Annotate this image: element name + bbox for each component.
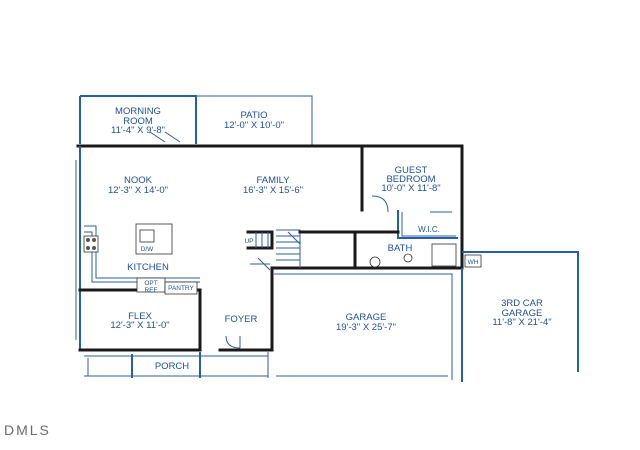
kitchen-layout — [83, 223, 200, 295]
guest-bedroom-dims: 10'-0" X 11'-8" — [381, 183, 440, 194]
dishwasher-label: D/W — [141, 246, 155, 253]
morning-room-walls — [76, 95, 313, 148]
ref-label: REF — [145, 287, 158, 294]
garage-dims: 19'-3" X 25'-7" — [336, 322, 396, 333]
staircase — [246, 229, 357, 268]
garage-walls — [274, 273, 453, 380]
morning-room-name: MORNING — [115, 106, 161, 117]
kitchen-label: KITCHEN — [127, 262, 169, 273]
third-garage-name: 3RD CAR — [501, 298, 543, 309]
nook-name: NOOK — [124, 175, 153, 186]
flex-name: FLEX — [128, 311, 152, 322]
water-heater-label: WH — [468, 259, 479, 266]
porch-label: PORCH — [155, 361, 189, 372]
foyer-doors — [225, 257, 271, 349]
wic-label: W.I.C. — [418, 225, 440, 234]
flex-dims: 12'-3" X 11'-0" — [110, 320, 169, 331]
pantry-label: PANTRY — [168, 285, 194, 292]
family-dims: 16'-3" X 15'-6" — [243, 185, 303, 196]
porch-outline — [84, 352, 269, 378]
third-garage-name2: GARAGE — [502, 308, 543, 319]
third-garage-walls — [461, 251, 579, 382]
morning-room-name2: ROOM — [123, 116, 153, 127]
opt-label: OPT — [144, 280, 157, 287]
guest-bedroom-name2: BEDROOM — [386, 174, 435, 185]
guest-bedroom-name: GUEST — [395, 165, 428, 176]
garage-name: GARAGE — [346, 312, 387, 323]
foyer-label: FOYER — [225, 314, 258, 325]
patio-name: PATIO — [240, 110, 267, 121]
morning-room-dims: 11'-4" X 9'-8" — [111, 125, 165, 136]
third-garage-dims: 11'-8" X 21'-4" — [492, 317, 551, 328]
main-house-walls — [75, 144, 464, 352]
dmls-watermark: DMLS — [4, 422, 51, 438]
patio-dims: 12'-0" X 10'-0" — [224, 120, 284, 131]
stairs-up-label: UP — [244, 238, 253, 245]
family-name: FAMILY — [256, 175, 290, 186]
nook-dims: 12'-3" X 14'-0" — [108, 185, 168, 196]
bath-label: BATH — [388, 243, 413, 254]
guest-suite-walls — [353, 195, 464, 270]
